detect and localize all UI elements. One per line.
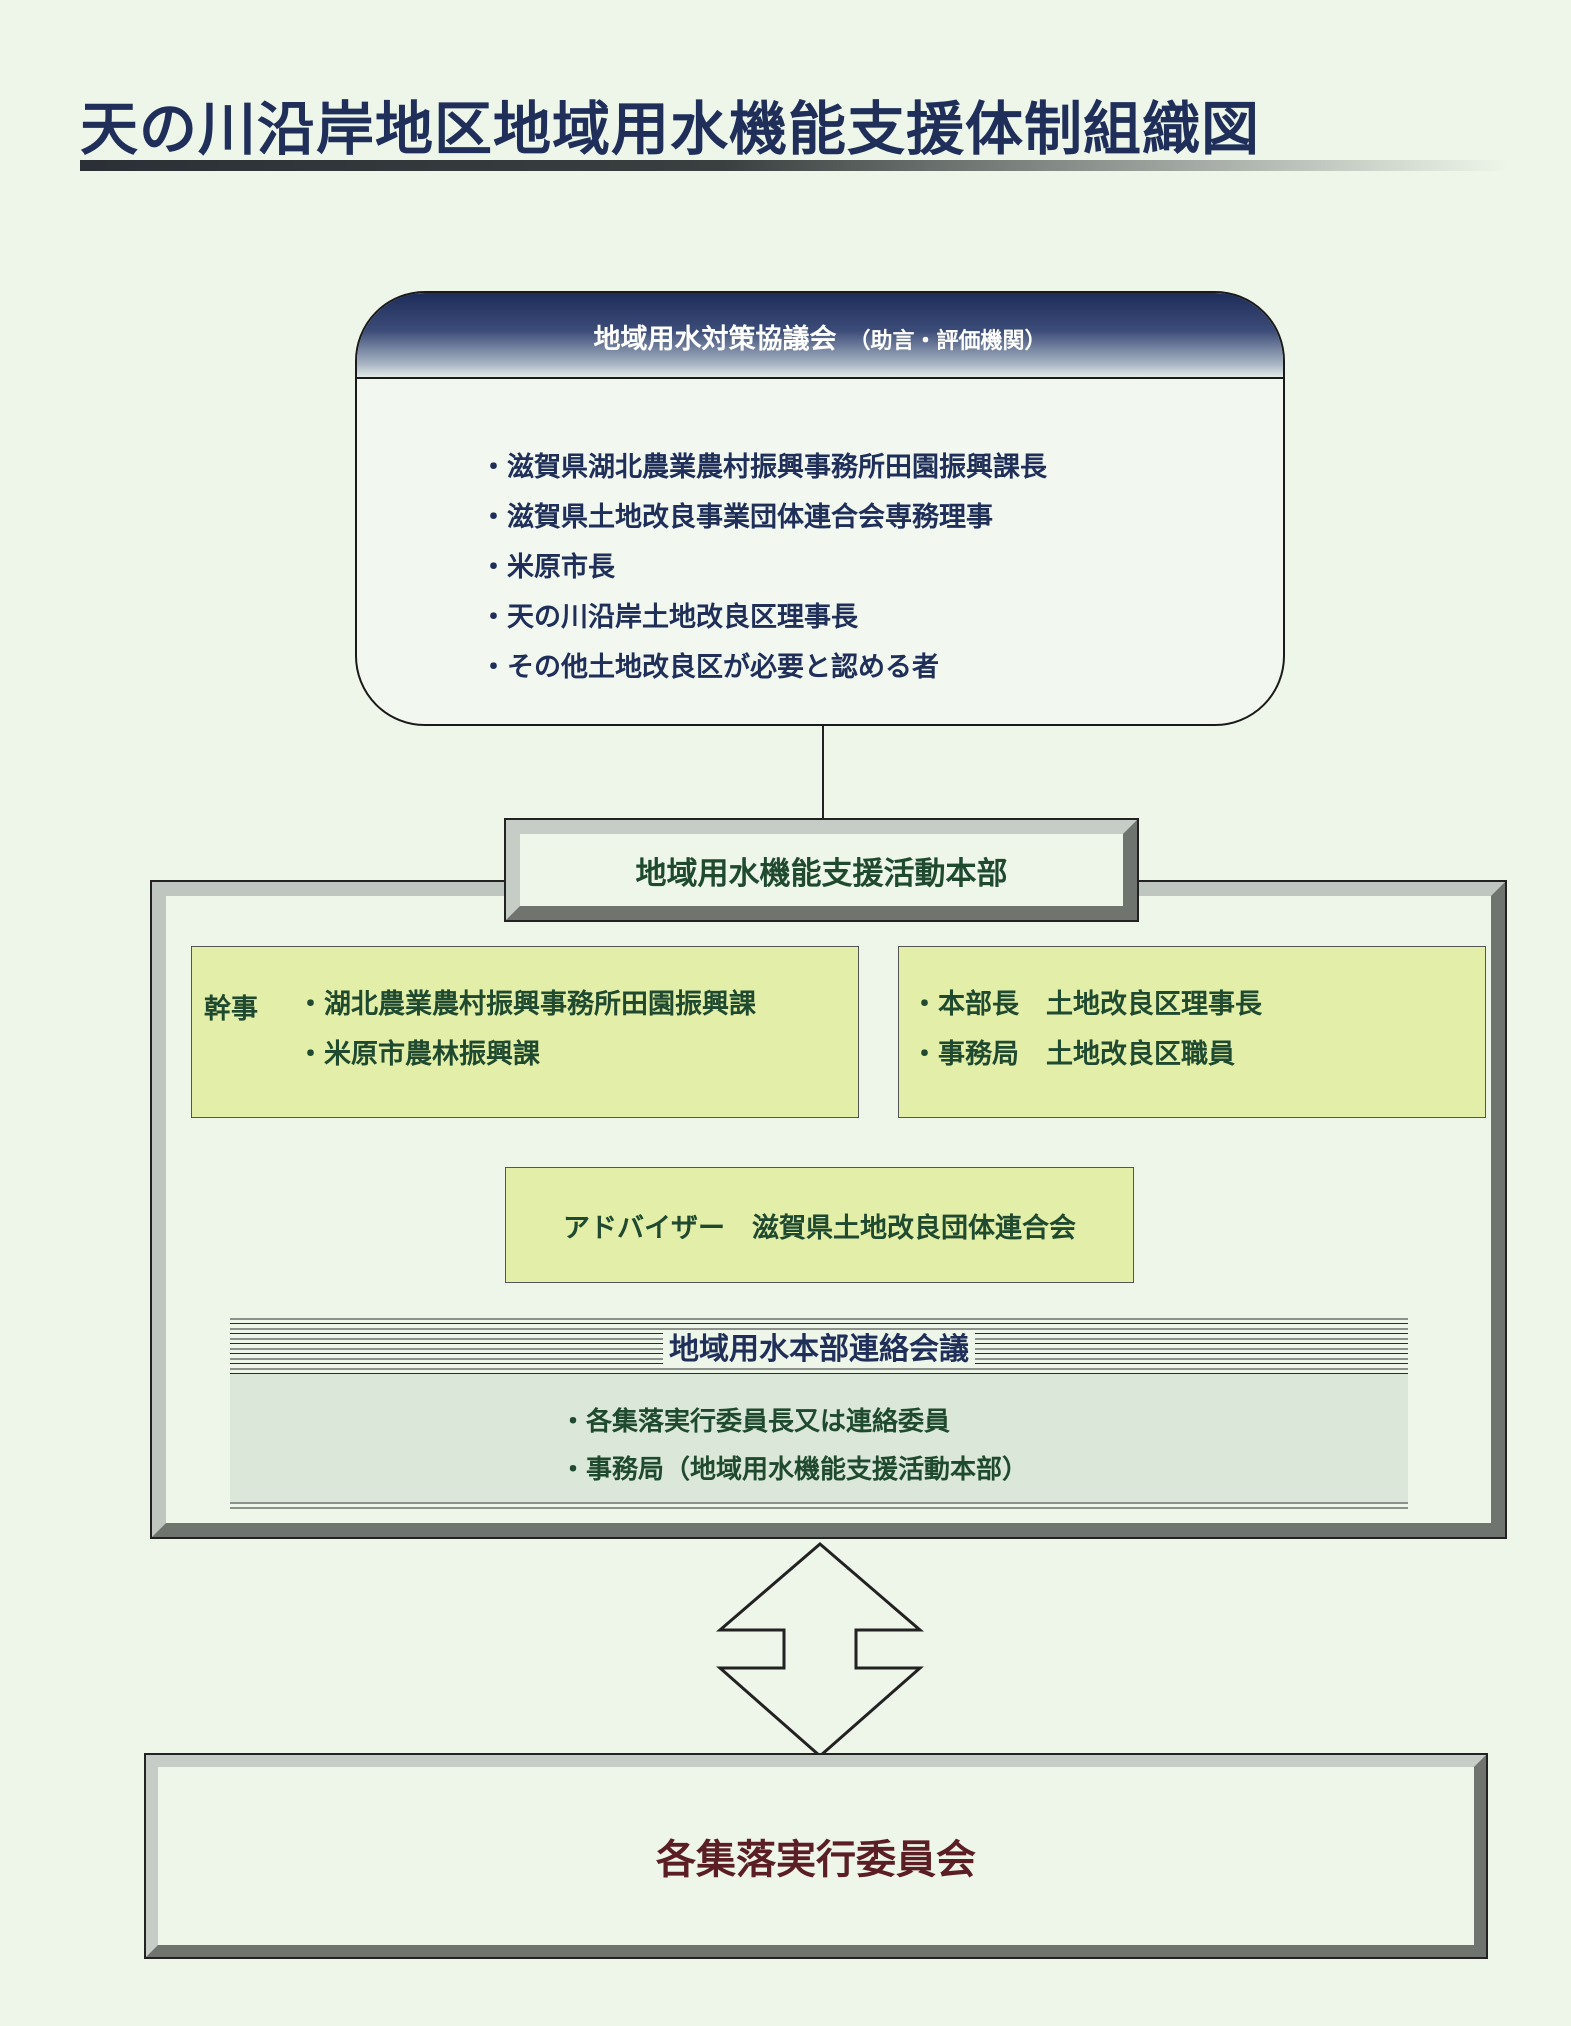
secretary-item: ・湖北農業農村振興事務所田園振興課 (297, 989, 756, 1020)
liaison-meeting-box: 地域用水本部連絡会議 ・各集落実行委員長又は連絡委員 ・事務局（地域用水機能支援… (230, 1314, 1408, 1512)
liaison-title: 地域用水本部連絡会議 (663, 1332, 975, 1367)
arrow-shape (715, 1542, 925, 1758)
advisor-text: アドバイザー 滋賀県土地改良団体連合会 (563, 1212, 1076, 1244)
page-title: 天の川沿岸地区地域用水機能支援体制組織図 (80, 95, 1261, 163)
council-member: ・滋賀県土地改良事業団体連合会専務理事 (480, 502, 993, 533)
council-member: ・滋賀県湖北農業農村振興事務所田園振興課長 (480, 452, 1047, 483)
title-underline (80, 160, 1510, 171)
liaison-bottom-stripes (230, 1502, 1408, 1512)
secretaries-box: 幹事 ・湖北農業農村振興事務所田園振興課 ・米原市農林振興課 (191, 946, 859, 1118)
council-title: 地域用水対策協議会 （助言・評価機関） (593, 317, 1046, 356)
liaison-title-wrap: 地域用水本部連絡会議 (230, 1324, 1408, 1368)
leadership-item: ・本部長 土地改良区理事長 (911, 989, 1262, 1020)
council-member: ・米原市長 (480, 552, 615, 583)
council-member-list: ・滋賀県湖北農業農村振興事務所田園振興課長 ・滋賀県土地改良事業団体連合会専務理… (480, 443, 1047, 693)
liaison-list: ・各集落実行委員長又は連絡委員 ・事務局（地域用水機能支援活動本部） (560, 1402, 1028, 1498)
liaison-item: ・各集落実行委員長又は連絡委員 (560, 1407, 951, 1437)
connector-line (822, 726, 824, 822)
council-member: ・その他土地改良区が必要と認める者 (480, 652, 939, 683)
headquarters-title: 地域用水機能支援活動本部 (635, 855, 1008, 892)
council-header: 地域用水対策協議会 （助言・評価機関） (357, 293, 1283, 379)
leadership-list: ・本部長 土地改良区理事長 ・事務局 土地改良区職員 (911, 987, 1262, 1087)
leadership-box: ・本部長 土地改良区理事長 ・事務局 土地改良区職員 (898, 946, 1486, 1118)
double-arrow-icon (715, 1542, 925, 1758)
secretaries-label: 幹事 (204, 994, 258, 1025)
council-box: 地域用水対策協議会 （助言・評価機関） ・滋賀県湖北農業農村振興事務所田園振興課長… (355, 291, 1285, 726)
village-committees-title: 各集落実行委員会 (656, 1837, 976, 1883)
secretaries-list: ・湖北農業農村振興事務所田園振興課 ・米原市農林振興課 (297, 987, 756, 1087)
advisor-box: アドバイザー 滋賀県土地改良団体連合会 (505, 1167, 1134, 1283)
council-subtitle: （助言・評価機関） (848, 329, 1047, 354)
council-title-text: 地域用水対策協議会 (593, 324, 837, 355)
secretary-item: ・米原市農林振興課 (297, 1039, 540, 1070)
council-member: ・天の川沿岸土地改良区理事長 (480, 602, 858, 633)
leadership-item: ・事務局 土地改良区職員 (911, 1039, 1235, 1070)
village-committees-box: 各集落実行委員会 (144, 1753, 1488, 1959)
liaison-item: ・事務局（地域用水機能支援活動本部） (560, 1455, 1029, 1485)
headquarters-title-box: 地域用水機能支援活動本部 (504, 818, 1139, 922)
